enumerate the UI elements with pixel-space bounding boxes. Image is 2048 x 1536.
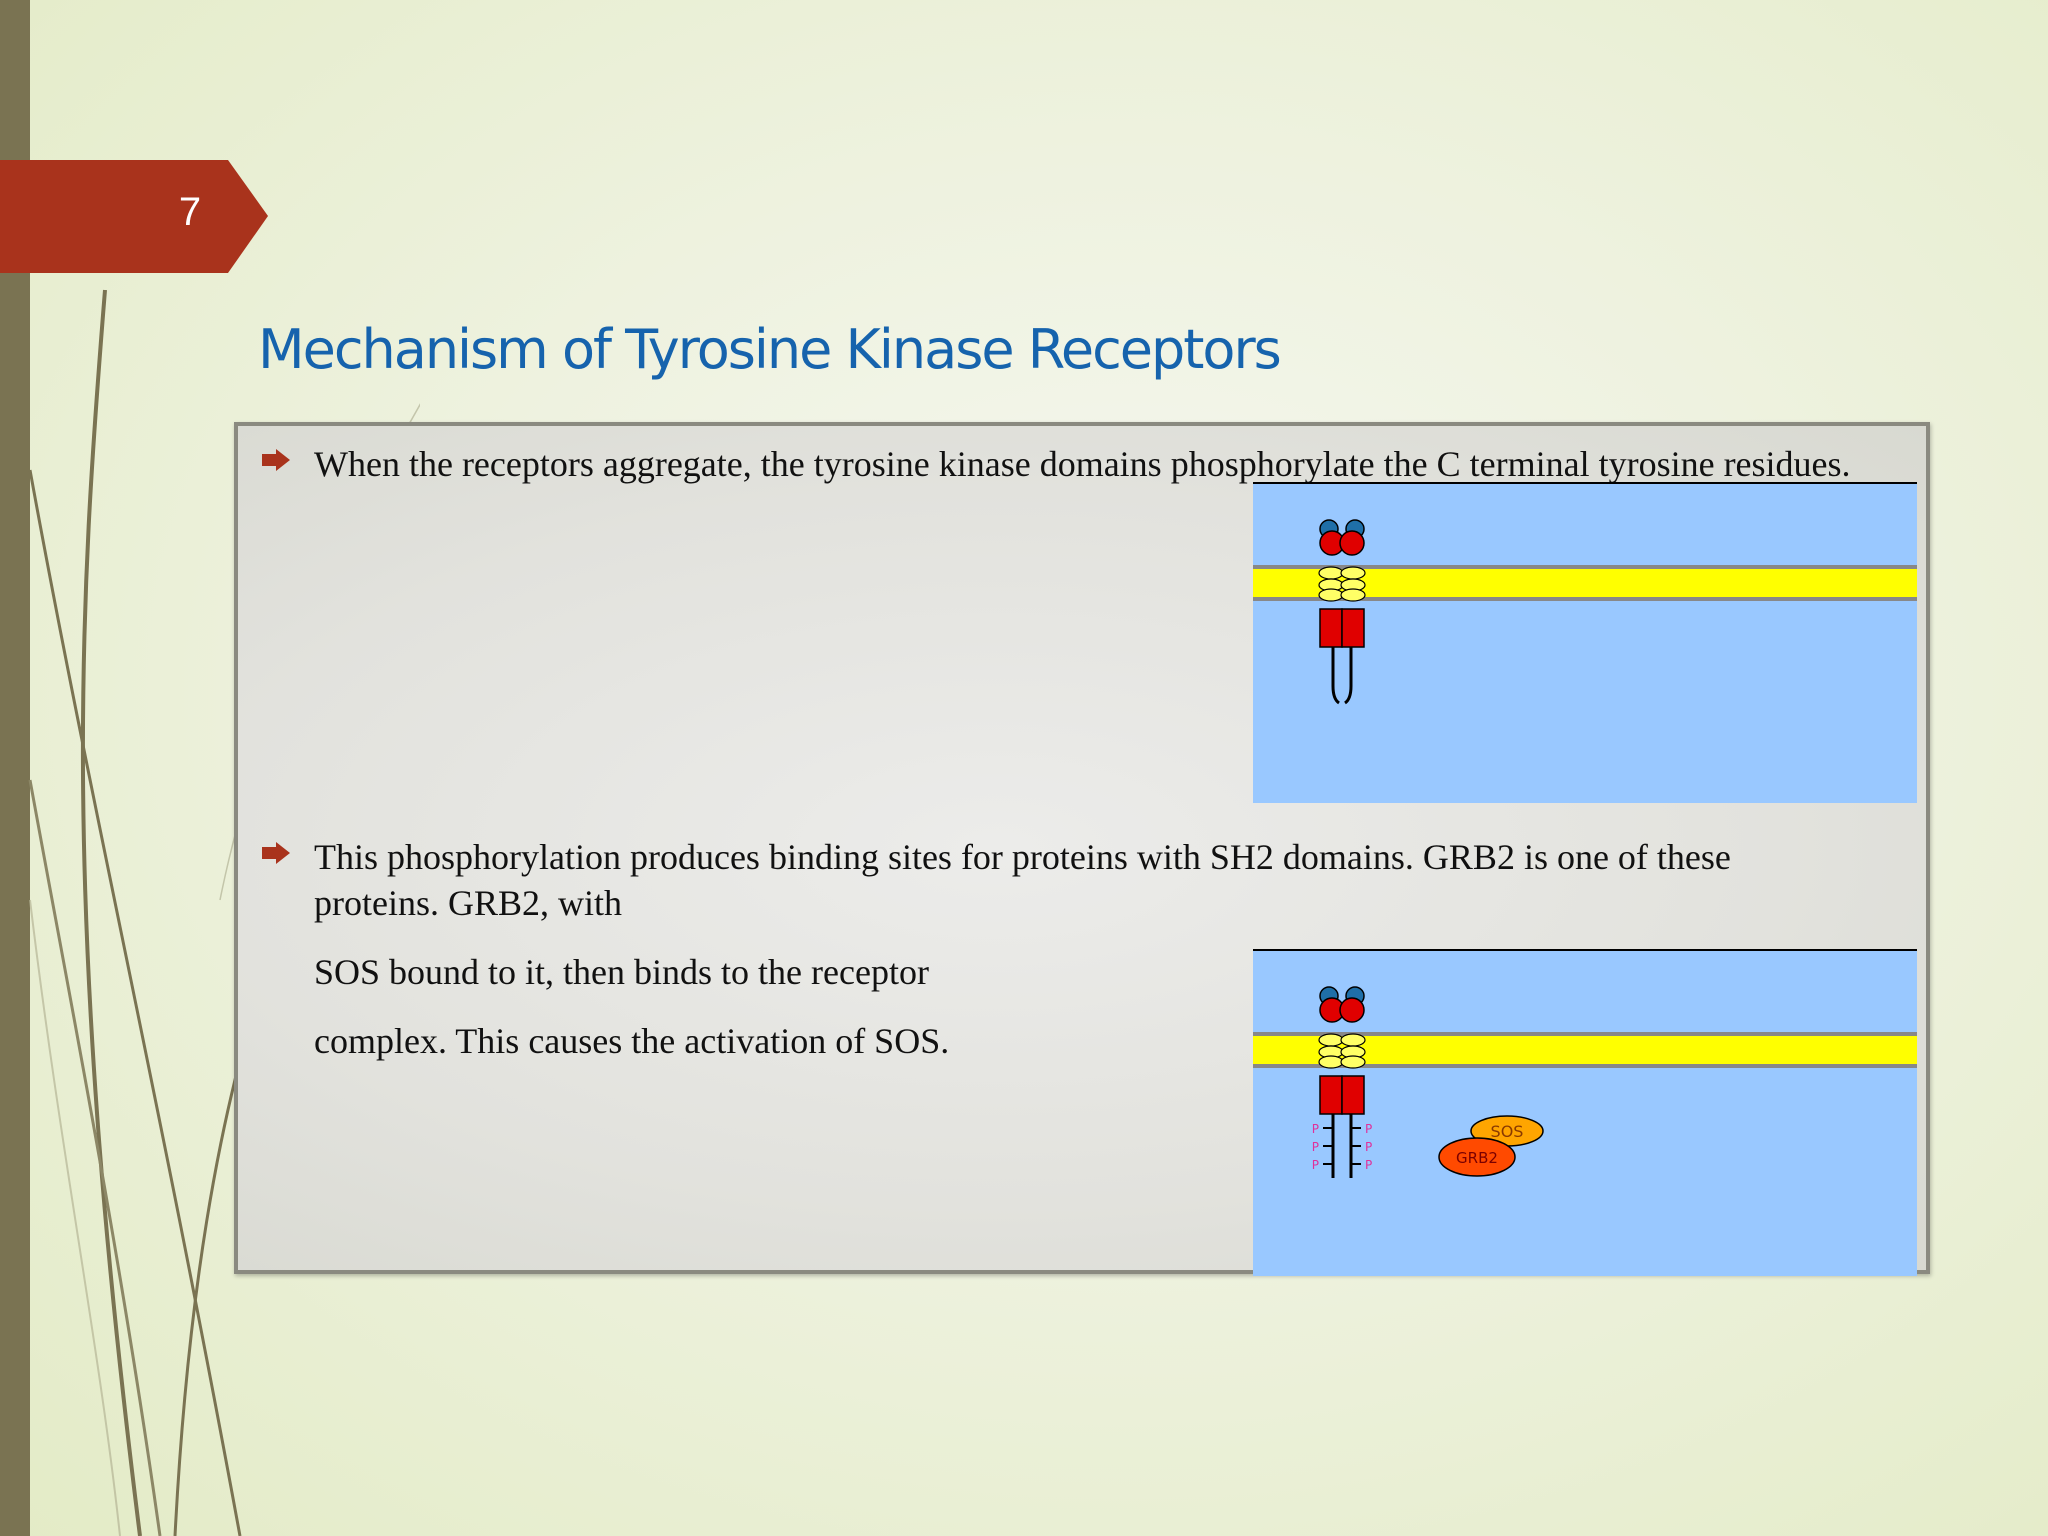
bullet-text-2: This phosphorylation produces binding si… [314,837,1731,923]
sos-protein: SOS [1470,1115,1544,1147]
content-box: When the receptors aggregate, the tyrosi… [234,422,1930,1276]
bullet-text-2-continuation-1: SOS bound to it, then binds to the recep… [314,952,929,992]
receptor-dimer [1318,519,1366,705]
phospho-label: P [1365,1140,1372,1154]
grb2-label: GRB2 [1456,1149,1498,1167]
phospho-label: P [1312,1158,1319,1172]
phospho-label: P [1365,1122,1372,1136]
grb2-protein: GRB2 [1438,1137,1516,1177]
phospho-label: P [1312,1140,1319,1154]
slide-title: Mechanism of Tyrosine Kinase Receptors [258,318,1282,381]
phospho-label: P [1312,1122,1319,1136]
slide-number: 7 [178,190,202,234]
arrow-bullet-icon [262,449,290,471]
bullet-text-2-continuation-2: complex. This causes the activation of S… [314,1021,950,1061]
sos-label: SOS [1491,1122,1524,1141]
grb2-sos-binding-figure: P P P P P P SOS GRB2 [1253,949,1917,1276]
bullet-text-1: When the receptors aggregate, the tyrosi… [314,444,1851,484]
phospho-label: P [1365,1158,1372,1172]
arrow-bullet-icon [262,842,290,864]
receptor-aggregation-figure [1253,482,1917,803]
slide-number-tab [0,160,268,273]
phosphorylated-receptor-dimer: P P P P P P [1312,986,1372,1178]
